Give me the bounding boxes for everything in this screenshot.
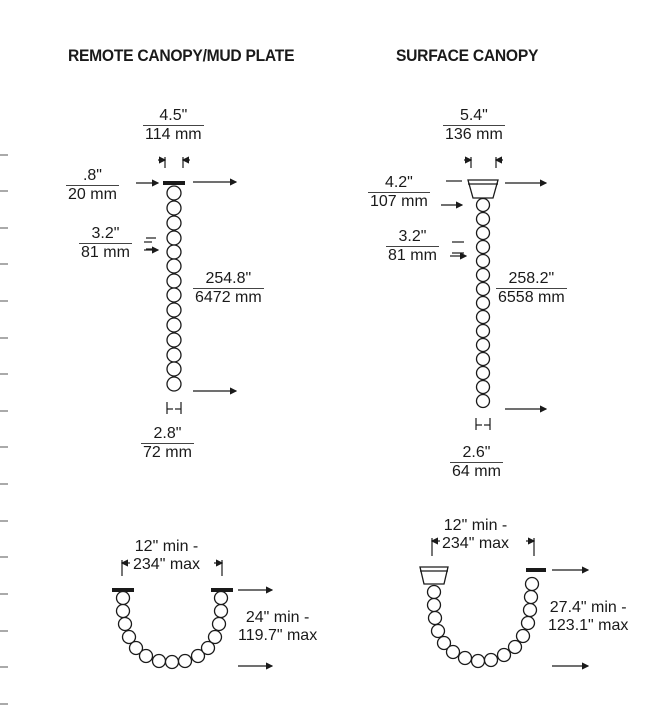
surface-canopy-shape: [467, 179, 499, 199]
surface-canopy-width-in: 5.4": [443, 107, 505, 126]
remote-canopy-width-label: 4.5" 114 mm: [143, 107, 204, 144]
surface-loop-width-max: 234" max: [442, 535, 510, 552]
remote-link-height-in: 3.2": [79, 225, 132, 244]
remote-loop-drop-label: 24" min - 119.7" max: [238, 609, 317, 645]
remote-overall-length-label: 254.8" 6472 mm: [193, 270, 264, 307]
remote-link-height-mm: 81 mm: [81, 244, 130, 261]
remote-canopy-width-mm: 114 mm: [145, 126, 202, 143]
surface-canopy-width-label: 5.4" 136 mm: [443, 107, 505, 144]
surface-loop-drop-min: 27.4" min -: [549, 599, 627, 616]
remote-link-width-mm: 72 mm: [143, 444, 192, 461]
surface-canopy-height-in: 4.2": [368, 174, 430, 193]
surface-link-height-in: 3.2": [386, 228, 439, 247]
surface-loop-drop-max: 123.1" max: [548, 617, 629, 634]
remote-loop-chain: [112, 588, 233, 670]
remote-hanging-chain: [163, 181, 185, 392]
surface-canopy-height-label: 4.2" 107 mm: [368, 174, 430, 211]
surface-link-width-in: 2.6": [450, 444, 503, 463]
remote-canopy-height-in: .8": [66, 167, 119, 186]
remote-loop-drop-max: 119.7" max: [238, 627, 318, 644]
remote-overall-length-mm: 6472 mm: [195, 289, 262, 306]
remote-loop-width-min: 12" min -: [134, 538, 199, 555]
remote-loop-width-max: 234" max: [133, 556, 201, 573]
remote-loop-width-label: 12" min - 234" max: [133, 538, 200, 574]
edge-ticks: [0, 154, 8, 705]
surface-loop-canopy: [419, 566, 449, 585]
surface-overall-length-mm: 6558 mm: [498, 289, 565, 306]
surface-loop-dims: [430, 537, 590, 670]
surface-loop-chain: [419, 566, 546, 669]
surface-dim-lines: [441, 156, 548, 430]
surface-overall-length-label: 258.2" 6558 mm: [496, 270, 567, 307]
surface-loop-drop-label: 27.4" min - 123.1" max: [548, 599, 628, 635]
surface-hanging-chain: [467, 179, 499, 409]
surface-overall-length-in: 258.2": [496, 270, 567, 289]
remote-canopy-width-in: 4.5": [143, 107, 204, 126]
remote-canopy-title: REMOTE CANOPY/MUD PLATE: [68, 46, 295, 65]
surface-link-height-mm: 81 mm: [388, 247, 437, 264]
surface-link-width-label: 2.6" 64 mm: [450, 444, 503, 481]
surface-canopy-title: SURFACE CANOPY: [396, 46, 539, 65]
remote-dim-lines: [136, 156, 238, 414]
remote-canopy-height-label: .8" 20 mm: [66, 167, 119, 204]
remote-loop-dims: [120, 559, 274, 670]
remote-mud-plate: [163, 181, 185, 185]
surface-loop-width-min: 12" min -: [443, 517, 508, 534]
remote-overall-length-in: 254.8": [193, 270, 264, 289]
surface-canopy-height-mm: 107 mm: [370, 193, 428, 210]
surface-canopy-width-mm: 136 mm: [445, 126, 503, 143]
remote-loop-drop-min: 24" min -: [245, 609, 310, 626]
remote-link-width-label: 2.8" 72 mm: [141, 425, 194, 462]
remote-canopy-height-mm: 20 mm: [68, 186, 117, 203]
remote-link-width-in: 2.8": [141, 425, 194, 444]
remote-link-height-label: 3.2" 81 mm: [79, 225, 132, 262]
surface-loop-width-label: 12" min - 234" max: [442, 517, 509, 553]
surface-link-width-mm: 64 mm: [452, 463, 501, 480]
surface-link-height-label: 3.2" 81 mm: [386, 228, 439, 265]
